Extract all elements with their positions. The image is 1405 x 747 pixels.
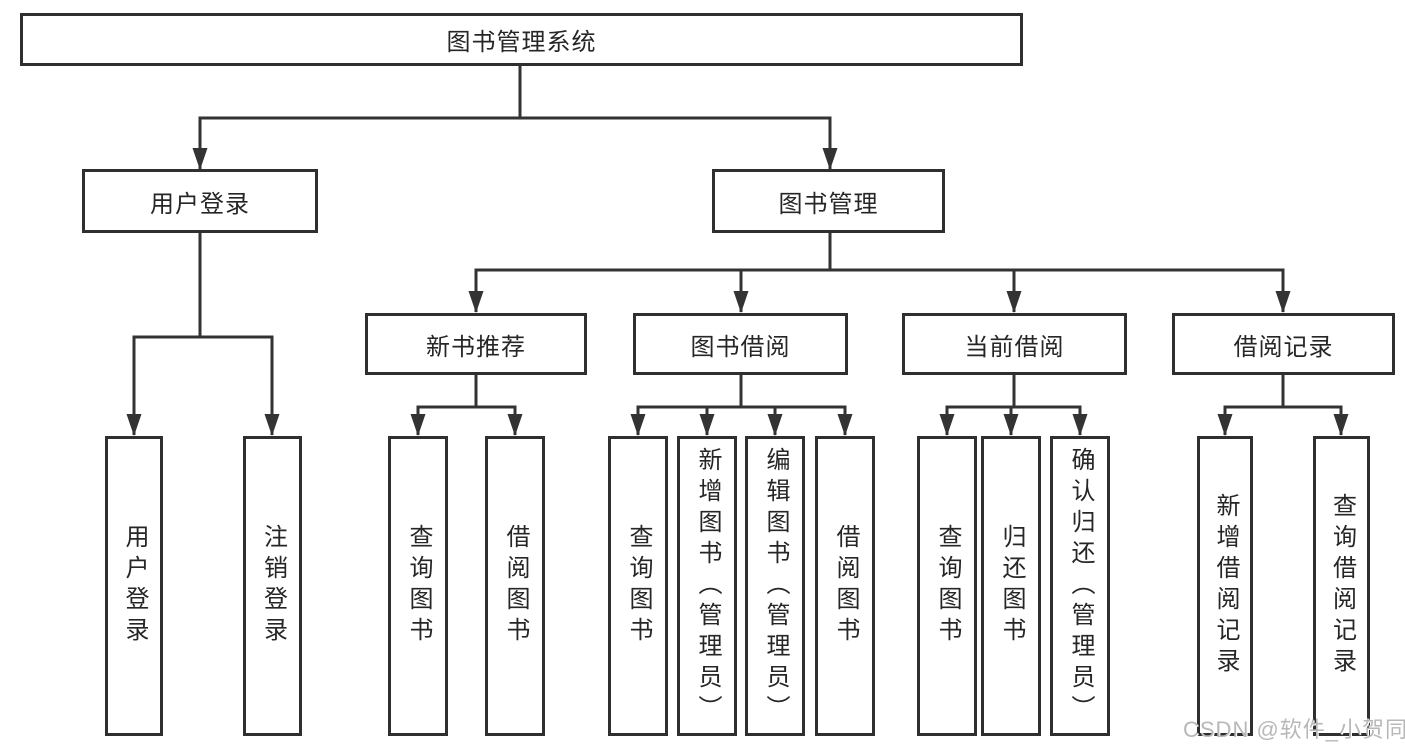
node-label: 图书管理系统 xyxy=(446,29,597,56)
node-label: 借阅图书 xyxy=(502,524,529,648)
node-user-login: 用户登录 xyxy=(82,169,318,233)
node-label: 编辑图书（管理员） xyxy=(762,446,789,726)
node-borrow-records: 借阅记录 xyxy=(1172,313,1395,375)
leaf-query-books: 查询图书 xyxy=(917,436,977,736)
csdn-watermark: CSDN @软件_小贺同学 xyxy=(1183,717,1405,742)
node-label: 借阅记录 xyxy=(1233,333,1334,361)
node-label: 图书借阅 xyxy=(690,333,791,361)
node-label: 归还图书 xyxy=(998,524,1025,648)
node-label: 用户登录 xyxy=(121,524,148,648)
leaf-logout: 注销登录 xyxy=(243,436,302,736)
leaf-query-books: 查询图书 xyxy=(388,436,448,736)
leaf-user-login: 用户登录 xyxy=(105,436,163,736)
leaf-confirm-return-admin: 确认归还（管理员） xyxy=(1050,436,1110,736)
leaf-borrow-books: 借阅图书 xyxy=(485,436,545,736)
node-book-management: 图书管理 xyxy=(712,169,945,233)
node-label: 查询图书 xyxy=(405,524,432,648)
node-label: 查询图书 xyxy=(625,524,652,648)
node-book-borrow: 图书借阅 xyxy=(633,313,848,375)
node-label: 用户登录 xyxy=(150,190,250,218)
node-label: 新增图书（管理员） xyxy=(694,446,721,726)
leaf-add-book-admin: 新增图书（管理员） xyxy=(677,436,737,736)
leaf-add-borrow-record: 新增借阅记录 xyxy=(1197,436,1253,736)
leaf-query-borrow-record: 查询借阅记录 xyxy=(1313,436,1370,736)
node-new-book-recommend: 新书推荐 xyxy=(365,313,587,375)
node-label: 注销登录 xyxy=(259,524,287,648)
node-label: 当前借阅 xyxy=(964,333,1065,361)
leaf-return-book: 归还图书 xyxy=(981,436,1041,736)
node-library-system: 图书管理系统 xyxy=(20,13,1023,66)
leaf-edit-book-admin: 编辑图书（管理员） xyxy=(745,436,805,736)
node-current-borrow: 当前借阅 xyxy=(902,313,1127,375)
node-label: 查询借阅记录 xyxy=(1328,493,1356,679)
node-label: 借阅图书 xyxy=(832,524,859,648)
leaf-borrow-books: 借阅图书 xyxy=(815,436,875,736)
node-label: 新书推荐 xyxy=(426,333,526,361)
node-label: 图书管理 xyxy=(778,190,879,218)
node-label: 新增借阅记录 xyxy=(1212,493,1239,679)
leaf-query-books: 查询图书 xyxy=(608,436,668,736)
node-label: 确认归还（管理员） xyxy=(1067,446,1094,726)
node-label: 查询图书 xyxy=(934,524,961,648)
